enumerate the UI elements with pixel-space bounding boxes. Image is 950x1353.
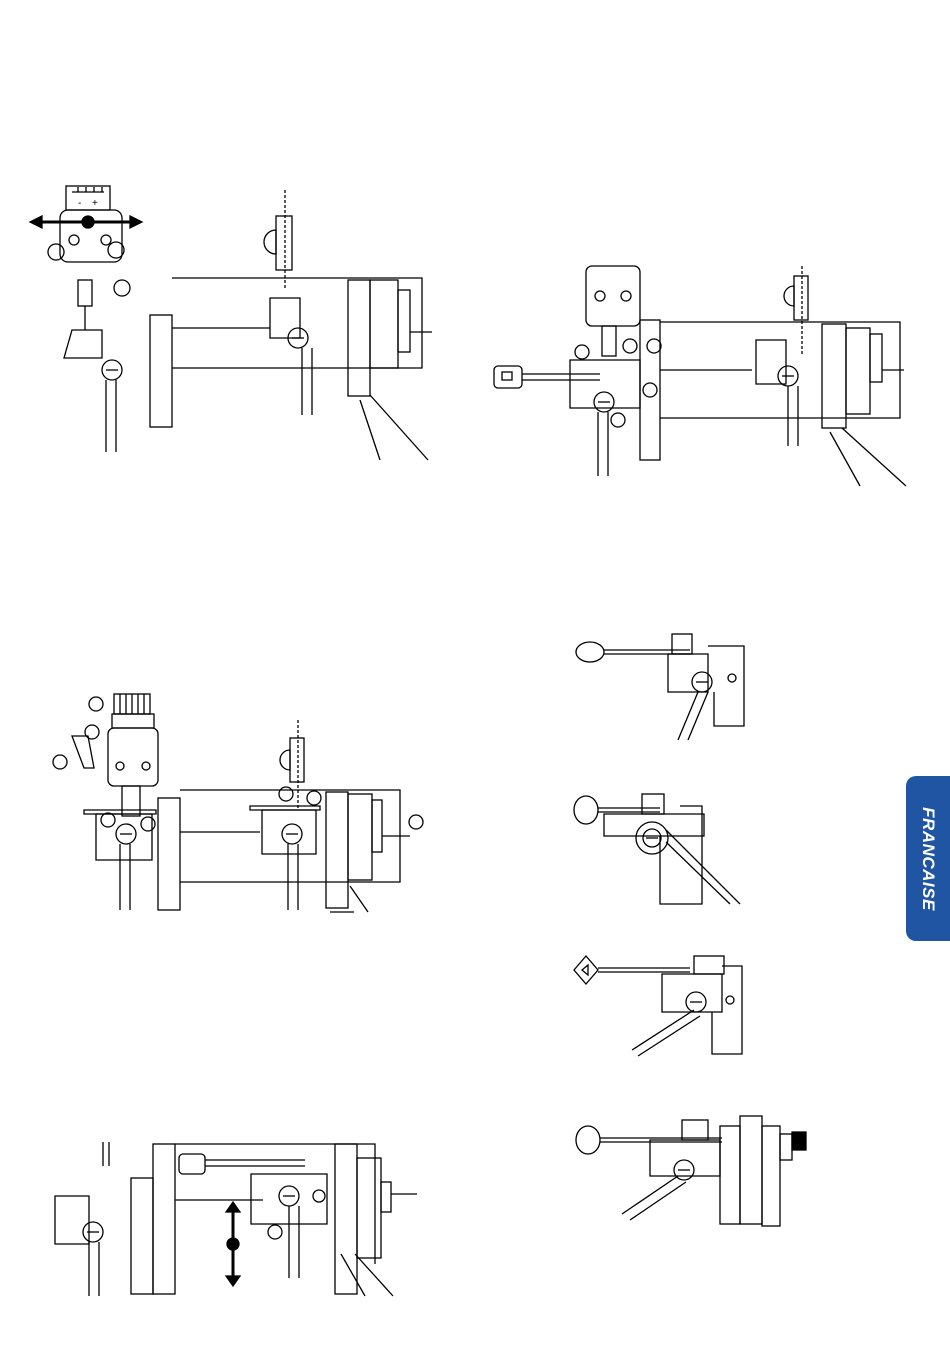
cutter-blade-icon	[280, 720, 304, 808]
figure-4-vertical-adjustment	[45, 1138, 425, 1298]
lever-icon	[72, 736, 94, 768]
clamp-icon	[632, 956, 742, 1056]
ring-key-icon	[574, 796, 660, 824]
key-clamp-icon	[270, 280, 370, 415]
figure-6-ring-key-clamp	[570, 790, 750, 910]
figure-2-key-insertion	[490, 260, 910, 490]
language-tab: FRANCAISE	[906, 776, 950, 941]
svg-text:-: -	[78, 198, 81, 209]
key-icon	[494, 366, 600, 388]
dial-icon: - +	[66, 186, 110, 210]
key-icon	[179, 1154, 305, 1174]
ring-key-icon	[576, 642, 690, 662]
figure-7-triangle-key-clamp	[570, 950, 750, 1060]
knurled-knob-icon	[114, 694, 150, 714]
clamp-icon	[622, 1116, 806, 1226]
language-tab-label: FRANCAISE	[918, 807, 938, 911]
double-arrow-horizontal-icon	[30, 216, 142, 228]
triangle-key-icon	[574, 956, 690, 984]
cutter-blade-icon	[784, 266, 808, 356]
svg-text:+: +	[92, 198, 98, 209]
key-clamp-icon	[250, 806, 320, 910]
figure-1-horizontal-adjustment: - +	[40, 180, 440, 470]
figure-3-depth-adjustment	[50, 690, 430, 915]
double-arrow-vertical-icon	[226, 1202, 240, 1286]
figure-5-ring-key-clamp	[570, 630, 750, 745]
figure-8-ring-key-clamp-knob	[570, 1110, 820, 1230]
clamp-icon	[604, 794, 740, 904]
key-clamp-icon	[251, 1174, 327, 1278]
cutter-blade-icon	[264, 190, 292, 288]
key-clamp-icon	[756, 340, 798, 446]
